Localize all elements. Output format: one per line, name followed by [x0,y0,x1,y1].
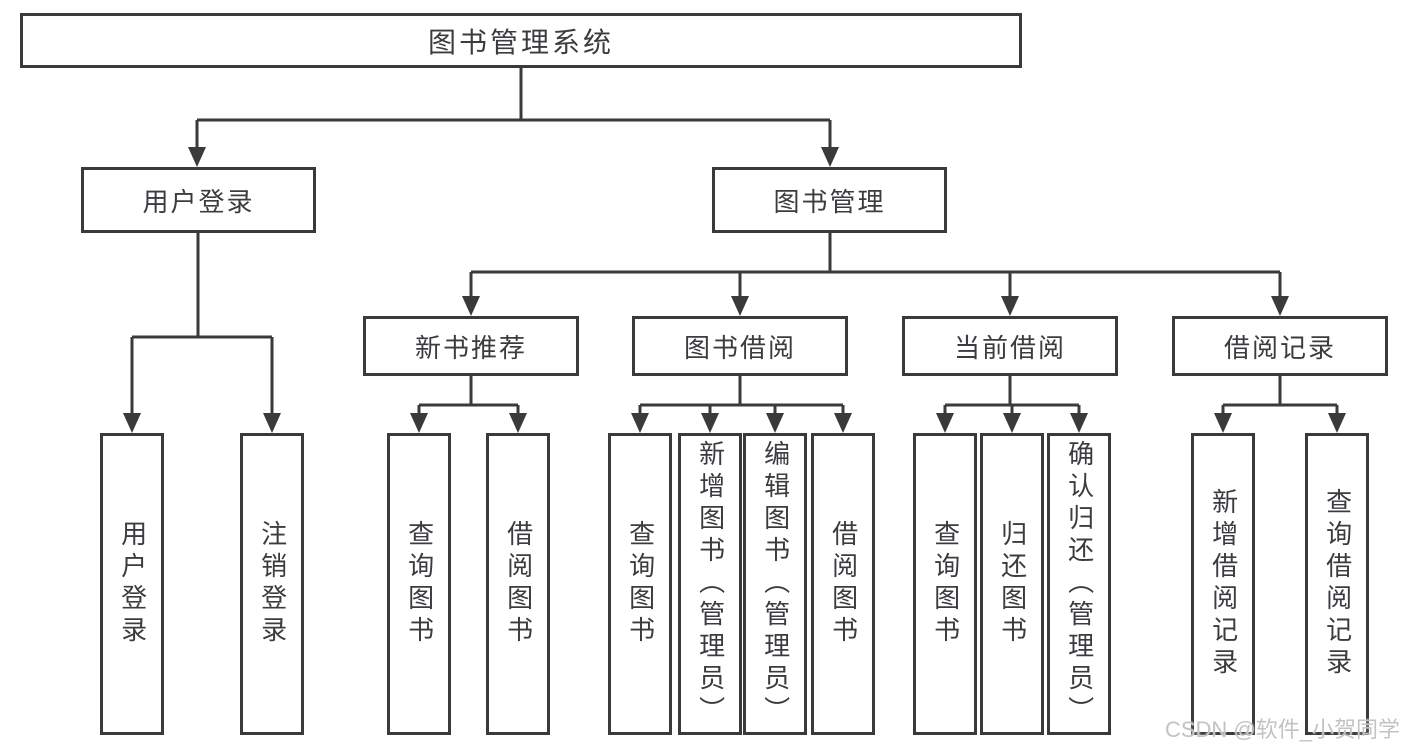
leaf-query-book-recommend-label: 查询图书 [404,520,435,648]
leaf-add-book-admin-label: 新增图书（管理员） [695,440,726,728]
leaf-query-borrow-record-label: 查询借阅记录 [1322,488,1353,680]
leaf-confirm-return-admin-label: 确认归还（管理员） [1064,440,1095,728]
leaf-borrow-book-recommend-label: 借阅图书 [503,520,534,648]
leaf-confirm-return-admin: 确认归还（管理员） [1047,433,1111,735]
leaf-logout: 注销登录 [240,433,304,735]
csdn-watermark: CSDN @软件_小贺同学 [1164,717,1400,742]
arrowheads [123,147,1346,433]
leaf-query-book-borrowing-label: 查询图书 [625,520,656,648]
node-book-management: 图书管理 [712,167,947,233]
leaf-borrow-book: 借阅图书 [811,433,875,735]
leaf-query-book-current-label: 查询图书 [930,520,961,648]
node-new-book-recommendation: 新书推荐 [363,316,579,376]
node-book-borrowing: 图书借阅 [632,316,848,376]
node-user-login: 用户登录 [81,167,316,233]
node-book-management-label: 图书管理 [773,186,886,217]
leaf-add-borrow-record: 新增借阅记录 [1191,433,1255,735]
leaf-user-login: 用户登录 [100,433,164,735]
node-library-system: 图书管理系统 [20,13,1022,68]
leaf-borrow-book-recommend: 借阅图书 [486,433,550,735]
leaf-user-login-label: 用户登录 [117,520,148,648]
leaf-edit-book-admin-label: 编辑图书（管理员） [760,440,791,728]
leaf-add-borrow-record-label: 新增借阅记录 [1208,488,1239,680]
leaf-query-book-borrowing: 查询图书 [608,433,672,735]
node-borrowing-records: 借阅记录 [1172,316,1388,376]
leaf-add-book-admin: 新增图书（管理员） [678,433,742,735]
leaf-borrow-book-label: 借阅图书 [828,520,859,648]
node-borrowing-records-label: 借阅记录 [1223,332,1336,363]
node-current-borrowing: 当前借阅 [902,316,1118,376]
leaf-edit-book-admin: 编辑图书（管理员） [743,433,807,735]
leaf-query-book-current: 查询图书 [913,433,977,735]
node-book-borrowing-label: 图书借阅 [683,332,796,363]
node-user-login-label: 用户登录 [142,186,255,217]
node-current-borrowing-label: 当前借阅 [953,332,1066,363]
leaf-return-book: 归还图书 [980,433,1044,735]
leaf-query-book-recommend: 查询图书 [387,433,451,735]
leaf-logout-label: 注销登录 [257,520,288,648]
leaf-query-borrow-record: 查询借阅记录 [1305,433,1369,735]
node-new-book-recommendation-label: 新书推荐 [414,332,527,363]
leaf-return-book-label: 归还图书 [997,520,1028,648]
node-library-system-label: 图书管理系统 [427,26,614,58]
